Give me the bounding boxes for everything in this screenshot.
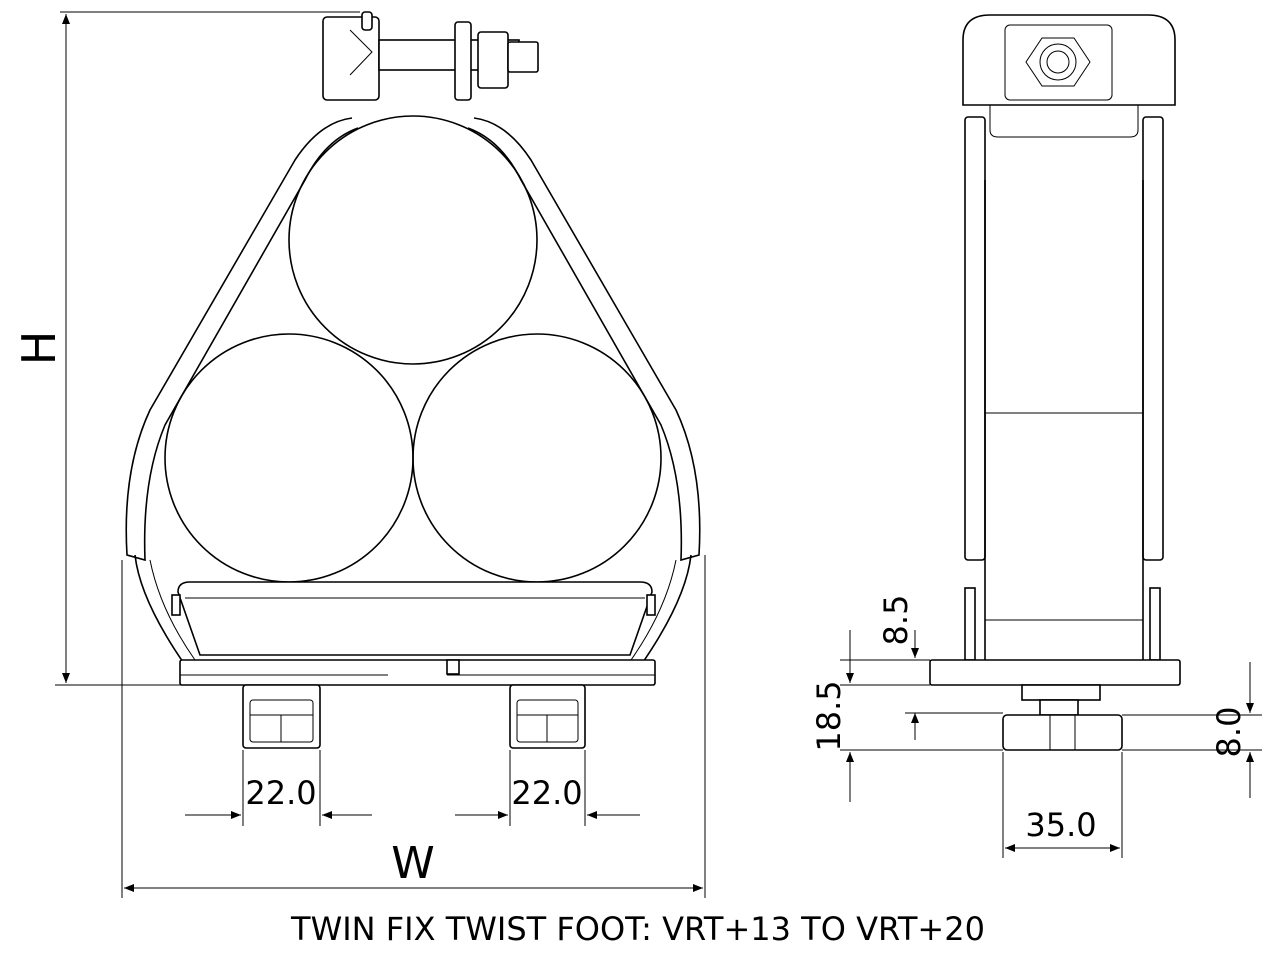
foot-width-left-label: 22.0: [245, 774, 316, 812]
foot-width-dimension-left: 22.0: [185, 750, 372, 826]
total-foot-height-dimension: 18.5: [810, 630, 1003, 802]
cable-top: [288, 115, 538, 365]
front-view: H: [12, 11, 706, 898]
base-tray: [171, 581, 656, 656]
foot-flange-dimension: 8.0: [1122, 662, 1262, 798]
foot-flange-label: 8.0: [1210, 707, 1248, 758]
foot-width-label: 35.0: [1025, 806, 1096, 844]
base-thickness-dimension: 8.5: [840, 595, 1003, 740]
width-dimension: W: [121, 555, 706, 898]
height-dimension: H: [12, 11, 360, 686]
base-thickness-label: 8.5: [877, 595, 915, 646]
height-label: H: [12, 331, 66, 366]
total-foot-height-label: 18.5: [810, 680, 848, 751]
foot-width-right-label: 22.0: [511, 774, 582, 812]
side-view: 8.5 18.5 8.0 35.0: [810, 14, 1262, 858]
bolt-assembly: [322, 11, 539, 101]
drawing-caption: TWIN FIX TWIST FOOT: VRT+13 TO VRT+20: [290, 910, 985, 948]
foot-plate: [179, 659, 656, 686]
foot-left: [242, 684, 321, 749]
foot-width-dimension: 35.0: [1002, 752, 1123, 858]
cable-left: [164, 333, 414, 583]
cable-right: [412, 333, 662, 583]
side-foot: [1002, 684, 1123, 751]
width-label: W: [391, 838, 435, 889]
side-base-plate: [929, 659, 1181, 686]
foot-right: [509, 684, 586, 749]
foot-width-dimension-right: 22.0: [455, 750, 640, 826]
